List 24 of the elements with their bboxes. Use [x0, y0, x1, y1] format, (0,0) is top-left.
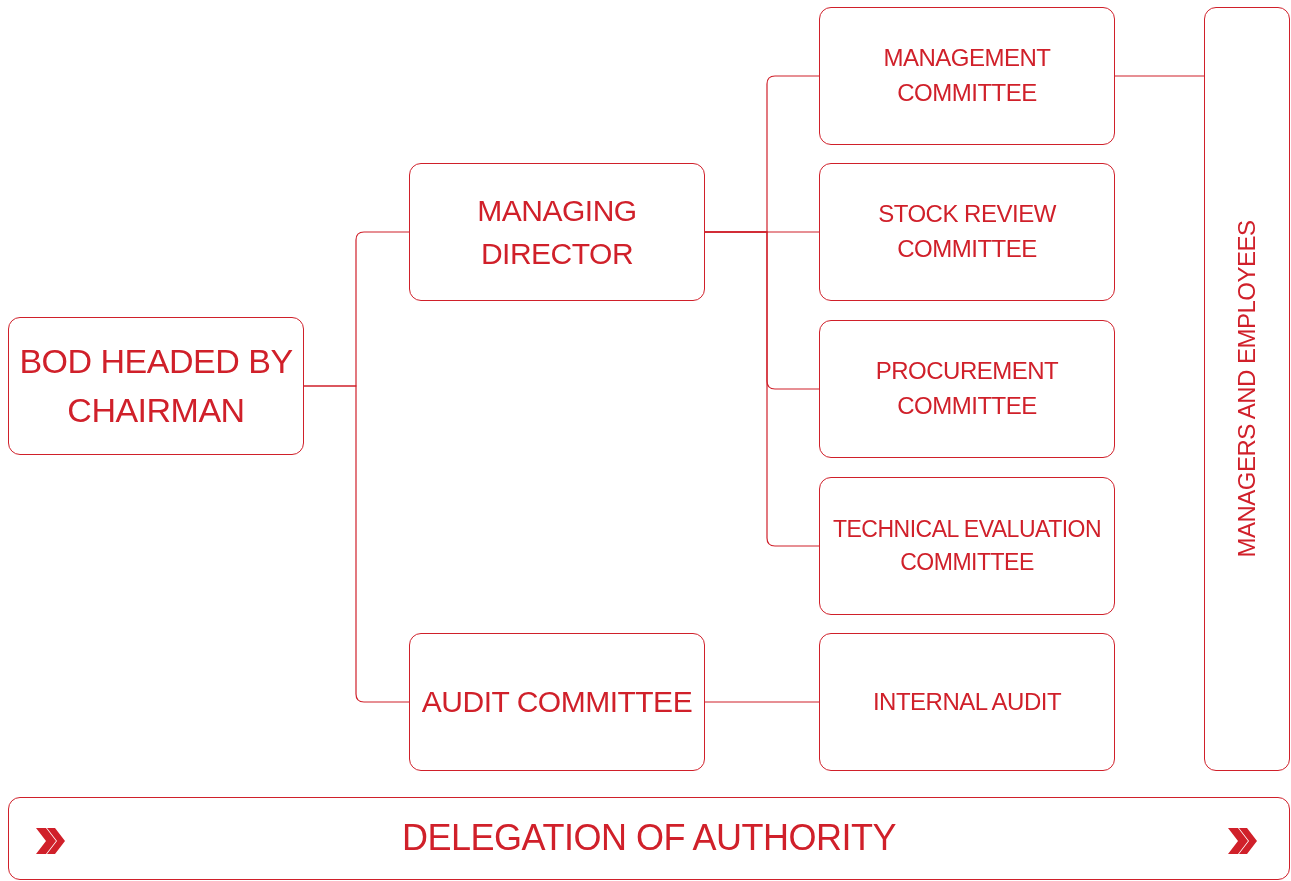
- connector-line: [1114, 75, 1205, 77]
- rounded-box: [819, 163, 1115, 301]
- rounded-box: [8, 317, 304, 455]
- node-label: MANAGING DIRECTOR: [476, 192, 638, 272]
- rounded-box: [819, 320, 1115, 458]
- node-label: TECHNICAL EVALUATION COMMITTEE: [831, 514, 1103, 577]
- node-label: STOCK REVIEW COMMITTEE: [877, 199, 1058, 264]
- rounded-box: [1204, 7, 1290, 771]
- connector-line: [704, 231, 820, 547]
- node-label: MANAGERS AND EMPLOYEES: [1233, 220, 1261, 558]
- node-label: DELEGATION OF AUTHORITY: [401, 816, 897, 861]
- connector-line: [704, 701, 820, 703]
- rounded-box: [409, 633, 705, 771]
- node-label: MANAGEMENT COMMITTEE: [882, 43, 1052, 108]
- node-label: BOD HEADED BY CHAIRMAN: [18, 340, 294, 431]
- node-label: AUDIT COMMITTEE: [420, 684, 694, 721]
- rounded-box: [819, 477, 1115, 615]
- node-label: INTERNAL AUDIT: [871, 686, 1063, 717]
- connector-line: [303, 385, 410, 703]
- node-label: PROCUREMENT COMMITTEE: [874, 356, 1060, 421]
- rounded-box: [409, 163, 705, 301]
- rounded-box: [819, 633, 1115, 771]
- banner-band: [8, 797, 1290, 880]
- rounded-box: [819, 7, 1115, 145]
